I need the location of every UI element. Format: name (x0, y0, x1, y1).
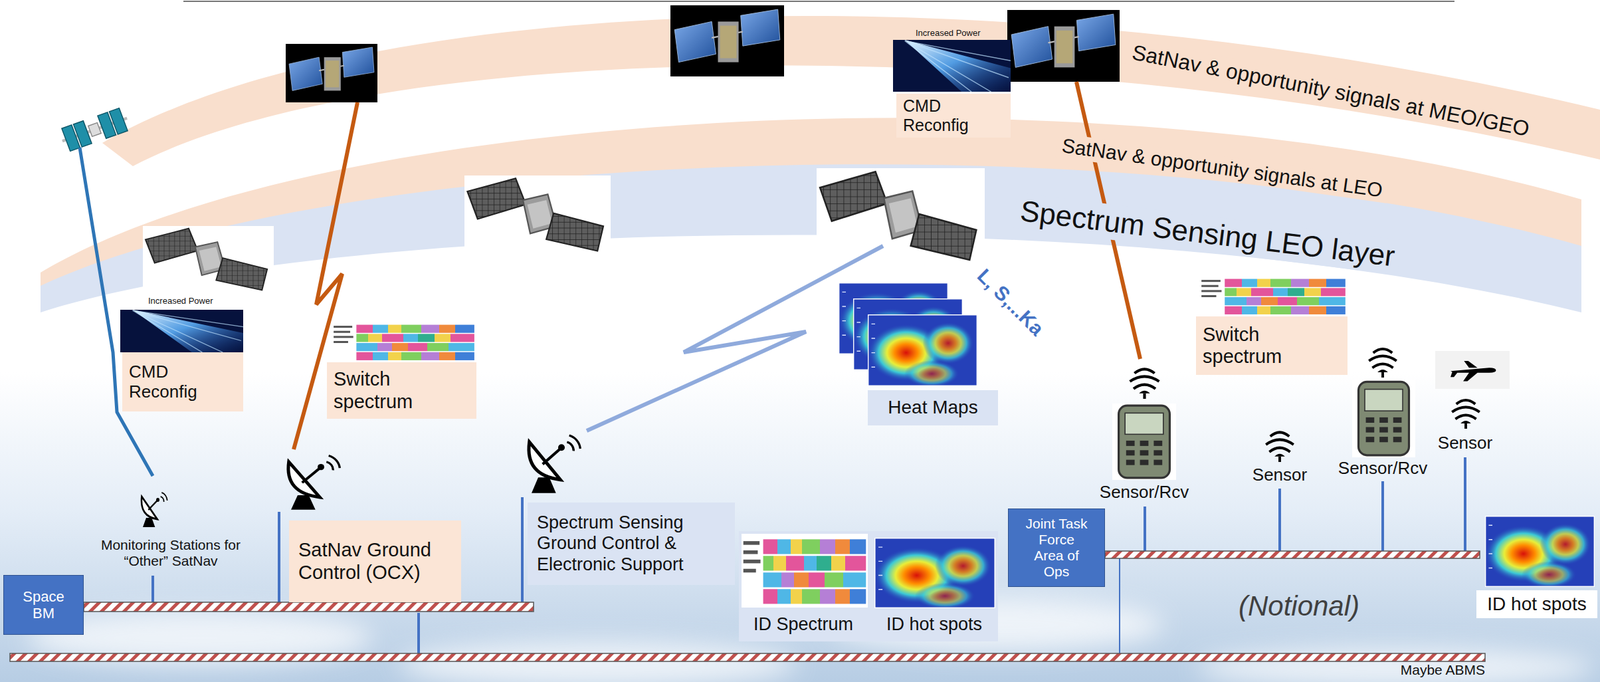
plane-icon (1450, 360, 1496, 381)
svg-shape (1143, 506, 1147, 551)
heat-map (874, 537, 996, 609)
dish-icon (141, 492, 168, 527)
network-bus (9, 653, 1486, 662)
box-text: CMD Reconfig (902, 96, 983, 135)
operations-box: Joint Task Force Area of Ops (1007, 508, 1105, 587)
box-text: CMD Reconfig (128, 362, 216, 402)
action-box: Switch spectrum (1196, 316, 1348, 375)
leo-satellite (464, 175, 611, 256)
svg-shape (151, 575, 155, 602)
satellite-icon (57, 106, 131, 153)
sensor-icon (1265, 431, 1294, 462)
dish-icon (288, 455, 340, 509)
radio-device (1112, 403, 1177, 480)
satellite-icon (1007, 9, 1120, 82)
action-box: Switch spectrum (326, 362, 477, 419)
ground-control-box: Spectrum Sensing Ground Control & Electr… (527, 502, 735, 585)
sensor-icon (1451, 400, 1480, 429)
plane-box (1435, 350, 1510, 389)
svg-shape (520, 497, 524, 602)
dish-icon (528, 435, 581, 494)
command-box: CMD Reconfig (896, 93, 1011, 138)
network-label: Maybe ABMS (1352, 661, 1486, 678)
spectrum-chart (1199, 275, 1348, 317)
power-beam (893, 39, 1011, 92)
spectrum-chart (741, 533, 868, 608)
beam-caption: Increased Power (148, 296, 214, 307)
box-text: ID hot spots (1487, 593, 1587, 615)
box-text: ID hot spots (886, 613, 983, 635)
svg-shape (1463, 457, 1467, 551)
ground-control-box: SatNav Ground Control (OCX) (289, 520, 462, 602)
box-text: Switch spectrum (333, 368, 427, 413)
heat-map (1485, 515, 1595, 588)
box-text: ID Spectrum (753, 613, 854, 635)
box-text: Space BM (17, 588, 71, 622)
sensor-label: Sensor (1239, 465, 1320, 486)
box-text: Joint Task Force Area of Ops (1023, 515, 1090, 581)
note-label: (Notional) (1219, 590, 1379, 622)
caption-box: Heat Maps (867, 390, 999, 426)
caption-box: ID hot spots (1476, 590, 1598, 618)
beam-caption: Increased Power (915, 28, 981, 39)
sensor-icon (1368, 348, 1397, 378)
box-text: Switch spectrum (1202, 323, 1296, 369)
satellite-icon (285, 43, 378, 103)
top-rule (183, 0, 1455, 2)
link-line (79, 147, 153, 476)
sensor-label: Sensor/Rcv (1329, 458, 1436, 479)
sky-ground (0, 372, 1600, 682)
network-bus (83, 601, 534, 612)
leo-satellite (816, 168, 985, 266)
leo-satellite (142, 225, 274, 294)
box-text: Spectrum Sensing Ground Control & Electr… (536, 512, 717, 575)
caption-box: ID Spectrum (738, 611, 868, 638)
battle-management-box: Space BM (3, 574, 84, 635)
svg-shape (277, 511, 281, 602)
caption-box: ID hot spots (871, 611, 997, 638)
box-text: Heat Maps (887, 396, 978, 418)
svg-shape (417, 612, 420, 654)
box-text: SatNav Ground Control (OCX) (298, 538, 435, 584)
power-beam (120, 309, 244, 353)
svg-shape (1118, 558, 1121, 654)
svg-shape (1381, 481, 1385, 551)
satellite-icon (670, 5, 785, 77)
spectrum-chart (331, 321, 477, 363)
sensor-label: Sensor/Rcv (1091, 482, 1198, 503)
sensor-label: Sensor (1425, 433, 1505, 454)
radio-device (1352, 379, 1416, 458)
id-panel (738, 530, 999, 642)
network-bus (1104, 550, 1480, 559)
link-line (586, 245, 884, 431)
band-label: L, S,...Ka (972, 264, 1049, 341)
station-label: Monitoring Stations for “Other” SatNav (77, 536, 264, 569)
command-box: CMD Reconfig (122, 352, 244, 412)
svg-shape (1278, 488, 1282, 551)
sensor-icon (1130, 368, 1160, 399)
heat-map (867, 314, 978, 387)
